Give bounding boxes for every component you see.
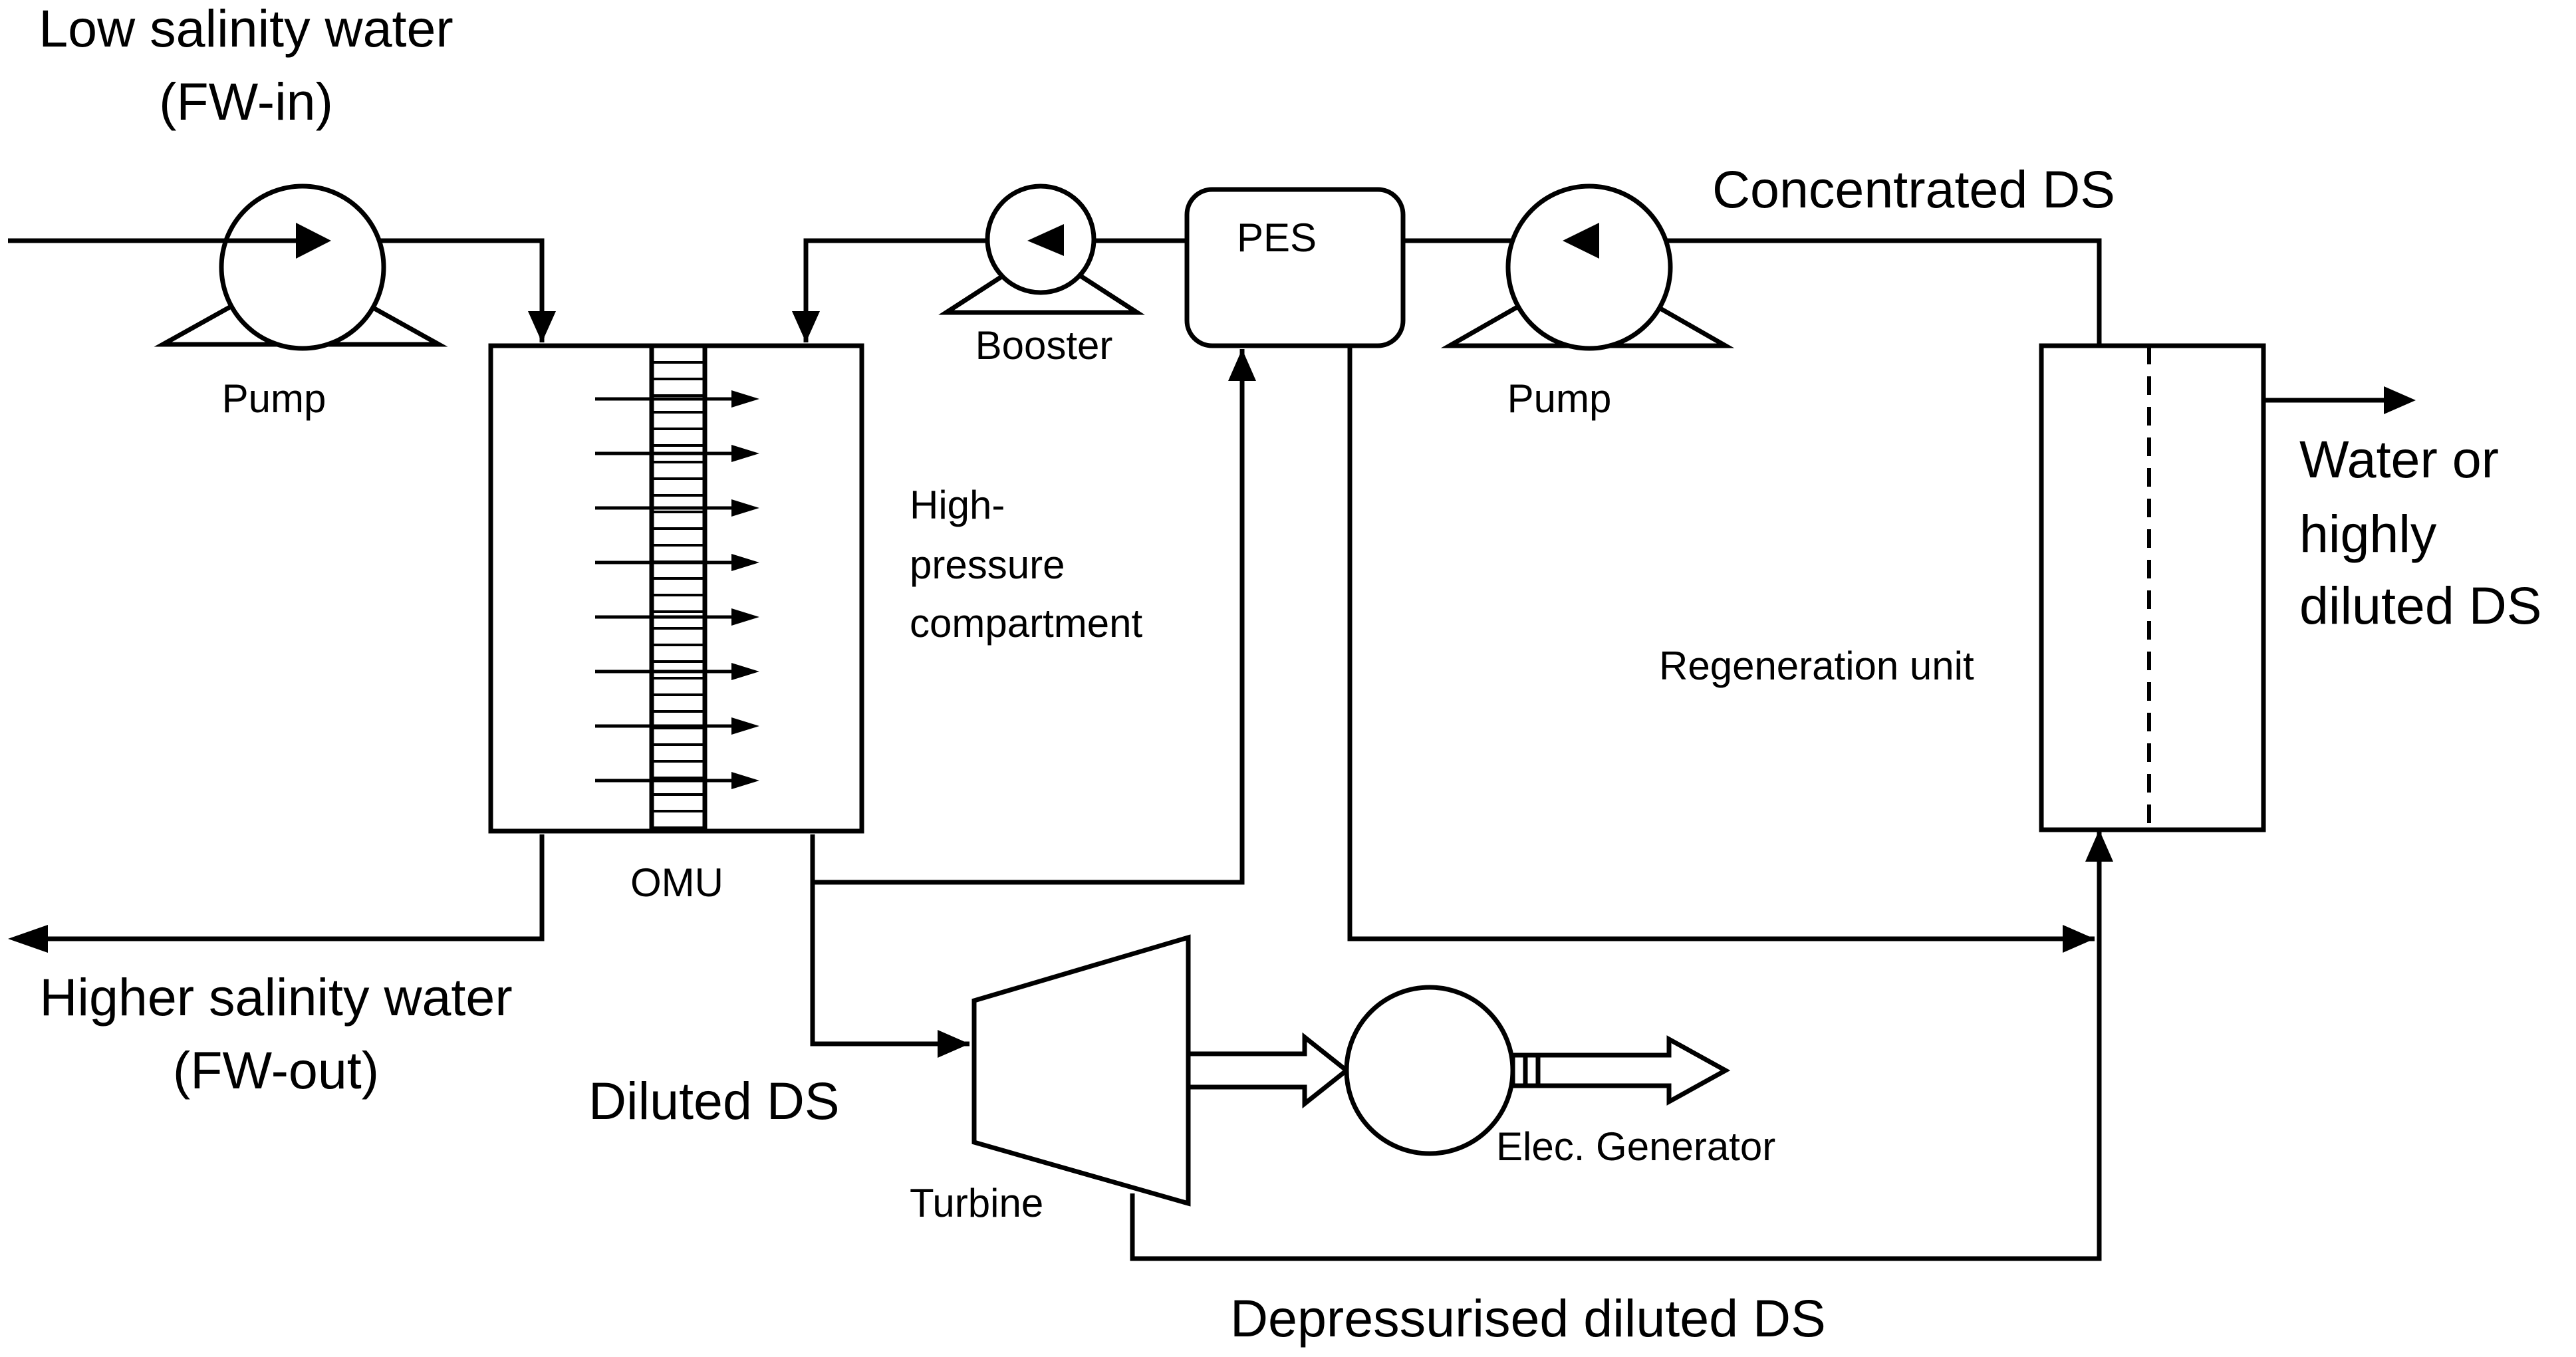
regeneration-unit (2039, 343, 2266, 832)
arrowheads (8, 311, 2416, 1058)
turbine (971, 934, 1191, 1207)
pes-to-regen-line (1347, 346, 2095, 941)
omu-to-pes-line (813, 349, 1245, 885)
permeation-arrow (595, 717, 759, 735)
arrow-regen-output (2384, 386, 2416, 414)
booster-pump (938, 184, 1145, 315)
permeation-arrow (595, 445, 759, 462)
water-out-label-3: diluted DS (2299, 576, 2542, 635)
arrow-pes-to-regen (2063, 925, 2095, 953)
pump-right-label: Pump (1507, 376, 1612, 421)
arrow-fw-out (8, 925, 48, 953)
membrane-hatch (652, 361, 705, 829)
fw-in-line (8, 238, 545, 342)
permeation-arrow (595, 663, 759, 680)
permeation-arrow (595, 499, 759, 517)
fw-in-label-2: (FW-in) (159, 72, 333, 131)
pes-box (1184, 187, 1406, 348)
fw-out-line (17, 834, 545, 941)
arrow-into-turbine (938, 1030, 969, 1058)
depressurised-line (1130, 830, 2102, 1261)
regen-label: Regeneration unit (1659, 644, 1974, 688)
permeation-arrow (595, 554, 759, 571)
permeation-arrows (595, 390, 759, 789)
fw-in-label-1: Low salinity water (39, 0, 453, 58)
omu-label: OMU (630, 860, 723, 905)
pump-left (154, 184, 448, 351)
hp-label-1: High- (910, 483, 1005, 527)
water-out-label-1: Water or (2299, 430, 2499, 489)
fw-out-label-1: Higher salinity water (39, 967, 512, 1027)
permeation-arrow (595, 772, 759, 789)
pes-label: PES (1237, 215, 1317, 260)
generator-label: Elec. Generator (1496, 1124, 1775, 1169)
pump-right-arrow (1563, 223, 1599, 259)
permeation-arrow (595, 390, 759, 408)
water-out-label-2: highly (2299, 504, 2437, 563)
fw-out-label-2: (FW-out) (173, 1041, 379, 1100)
hp-label-2: pressure (910, 543, 1065, 587)
pump-right (1440, 184, 1735, 351)
booster-arrow (1027, 224, 1064, 256)
pump-left-arrow (296, 223, 331, 259)
turbine-label: Turbine (910, 1181, 1043, 1225)
permeation-arrow (595, 608, 759, 626)
generator-output (1510, 1035, 1731, 1106)
omu-membrane (649, 343, 708, 834)
pump-right-body (1505, 184, 1673, 351)
diluted-ds-label: Diluted DS (588, 1071, 840, 1130)
omu-to-turbine-line (810, 834, 969, 1047)
arrow-into-omu-left (528, 311, 556, 342)
arrow-into-pes (1228, 349, 1256, 381)
labels: Low salinity water (FW-in) Pump Booster … (39, 0, 2541, 1348)
regen-box (2039, 343, 2266, 832)
hp-label-3: compartment (910, 601, 1142, 646)
shaft-to-generator (1186, 1032, 1351, 1109)
pump-left-body (219, 184, 386, 351)
arrow-into-omu-right (792, 311, 820, 342)
arrow-into-regen-bottom (2085, 830, 2113, 862)
depressurised-ds-label: Depressurised diluted DS (1230, 1289, 1826, 1348)
concentrated-ds-label: Concentrated DS (1712, 160, 2115, 219)
generator (1344, 985, 1515, 1156)
booster-label: Booster (975, 323, 1113, 368)
omu-unit (488, 343, 864, 834)
pump-left-label: Pump (222, 376, 326, 421)
